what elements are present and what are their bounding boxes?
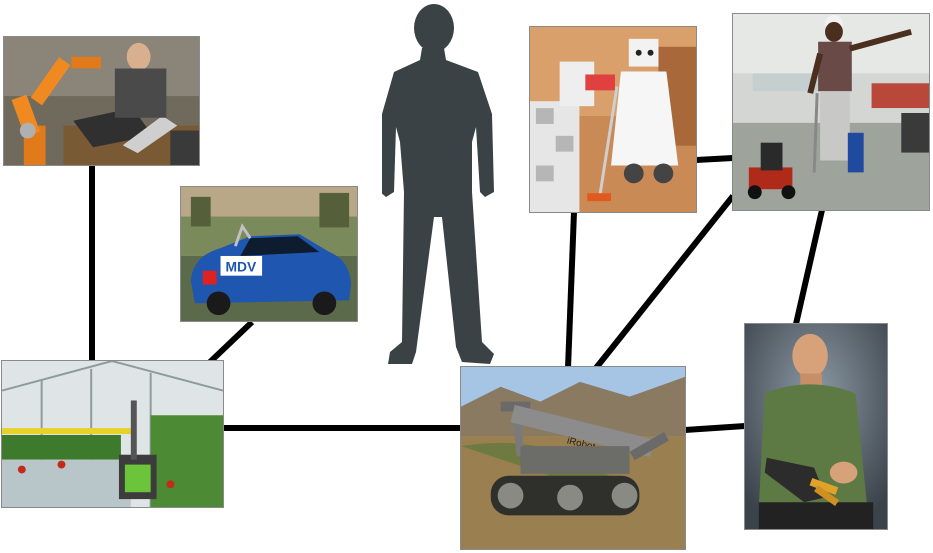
edge-car-greenhouse — [207, 319, 255, 365]
person-silhouette-icon — [382, 4, 494, 364]
service-robot-photo — [529, 26, 697, 213]
robot-arm-icon — [11, 56, 102, 165]
prosthetic-hand-icon — [764, 457, 858, 506]
industrial-arm-photo — [3, 36, 200, 166]
greenhouse-robot-photo — [1, 360, 224, 508]
edge-assistive-military — [593, 194, 736, 370]
prosthetic-arm-photo — [744, 323, 888, 530]
humanoid-robot-icon — [597, 38, 679, 201]
edge-service-military — [565, 211, 577, 369]
assistive-robot-photo — [732, 13, 930, 211]
autonomous-car-photo: MDV — [180, 186, 358, 322]
military-robot-photo: iRobot — [460, 366, 686, 550]
car-icon: MDV — [190, 223, 352, 316]
edge-military-prosthetic — [684, 423, 746, 433]
svg-text:MDV: MDV — [225, 259, 257, 275]
tracked-robot-icon: iRobot — [490, 401, 669, 516]
edge-service-assistive — [695, 155, 734, 163]
mobile-robot-icon — [747, 142, 796, 200]
edge-assistive-prosthetic — [793, 209, 825, 325]
